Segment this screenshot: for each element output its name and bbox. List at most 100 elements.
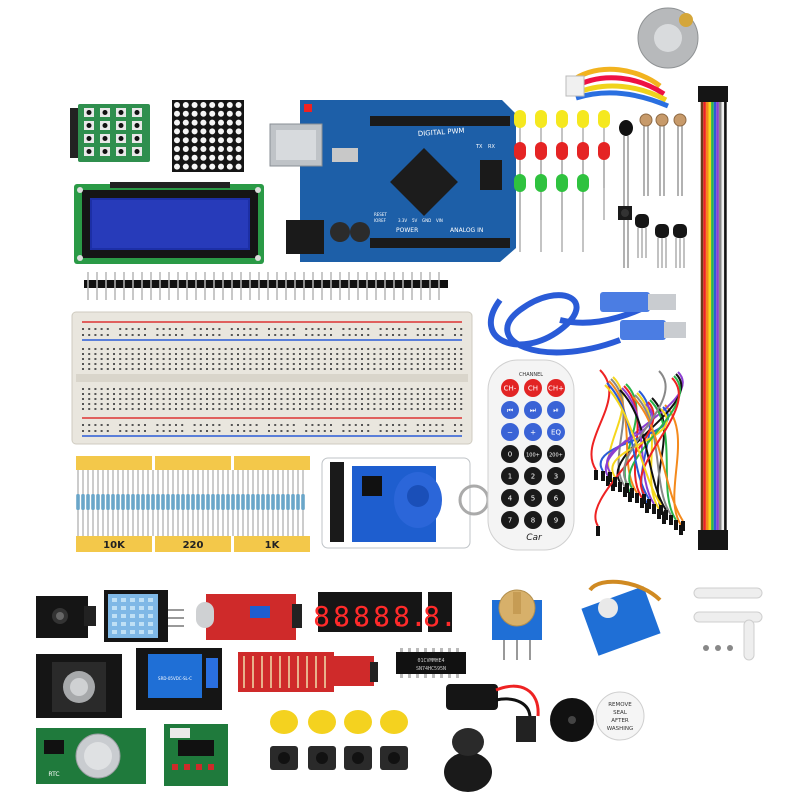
bb-hole <box>261 363 264 365</box>
bb-hole <box>212 398 215 400</box>
transistor <box>655 224 669 238</box>
bb-hole <box>193 363 196 365</box>
bb-hole <box>410 388 413 390</box>
bb-hole <box>416 398 419 400</box>
bb-rail-hole <box>311 328 314 330</box>
bb-rail-hole <box>348 328 351 330</box>
bb-hole <box>137 353 140 355</box>
bb-hole <box>156 363 159 365</box>
bb-hole <box>361 408 363 410</box>
bb-hole <box>187 403 190 405</box>
bb-hole <box>392 393 394 395</box>
bb-hole <box>454 388 456 390</box>
joystick-cap <box>444 728 492 792</box>
arduino-gnd-label: GND <box>422 218 431 223</box>
bb-rail-hole <box>106 334 109 336</box>
bb-hole <box>255 393 258 395</box>
bb-hole <box>131 388 134 390</box>
bb-hole <box>113 348 115 350</box>
bb-hole <box>206 398 208 400</box>
bb-rail-hole <box>218 424 221 426</box>
bb-hole <box>323 388 326 390</box>
driver-led <box>172 764 178 770</box>
bb-hole <box>379 368 382 370</box>
bb-hole <box>410 363 413 365</box>
bb-hole <box>243 398 246 400</box>
bb-hole <box>113 403 115 405</box>
matrix-led <box>191 128 198 135</box>
arduino-uno-board: DIGITAL PWM POWER ANALOG IN TX RX IOREF … <box>269 100 516 262</box>
ribbon-header-top <box>698 86 728 102</box>
bb-hole <box>224 353 227 355</box>
bb-hole <box>106 408 109 410</box>
bb-rail-hole <box>286 334 289 336</box>
bb-rail-hole <box>292 334 295 336</box>
bb-hole <box>156 408 159 410</box>
bb-rail-hole <box>305 424 308 426</box>
bb-hole <box>212 348 215 350</box>
matrix-led <box>235 137 242 144</box>
remote-button <box>524 489 542 507</box>
matrix-led <box>174 119 180 126</box>
dupont-wire <box>623 370 667 484</box>
matrix-led <box>182 128 189 135</box>
bb-hole <box>323 393 326 395</box>
bb-hole <box>100 393 103 395</box>
bb-hole <box>268 398 270 400</box>
bb-hole <box>435 393 438 395</box>
bb-hole <box>150 408 153 410</box>
bb-hole <box>323 358 326 360</box>
bb-hole <box>385 388 388 390</box>
bb-hole <box>162 403 165 405</box>
bb-hole <box>435 353 438 355</box>
remote-button <box>547 467 565 485</box>
matrix-led <box>235 163 242 170</box>
bb-rail-hole <box>137 334 140 336</box>
bb-rail-hole <box>305 328 308 330</box>
servo-horns <box>693 587 763 661</box>
bb-hole <box>212 363 215 365</box>
bb-hole <box>286 358 289 360</box>
bb-hole <box>330 398 332 400</box>
bb-hole <box>416 388 419 390</box>
bb-hole <box>82 388 84 390</box>
keypad-key-cap <box>118 110 124 115</box>
bb-hole <box>348 368 351 370</box>
bb-hole <box>162 398 165 400</box>
remote-button <box>547 379 565 397</box>
bb-hole <box>404 363 407 365</box>
servo-motor <box>581 579 662 656</box>
bb-rail-hole <box>94 328 97 330</box>
bb-hole <box>441 348 444 350</box>
bb-hole <box>423 363 425 365</box>
bb-hole <box>274 358 277 360</box>
bb-hole <box>206 353 208 355</box>
bb-hole <box>460 408 463 410</box>
bb-hole <box>299 348 301 350</box>
bb-rail-hole <box>156 334 159 336</box>
matrix-led <box>200 110 207 117</box>
bb-rail-hole <box>385 328 388 330</box>
bb-hole <box>156 353 159 355</box>
bb-rail-hole <box>144 334 146 336</box>
bb-hole <box>199 368 202 370</box>
bb-hole <box>336 393 339 395</box>
bb-hole <box>168 398 171 400</box>
bb-rail-hole <box>460 334 463 336</box>
bb-hole <box>131 358 134 360</box>
bb-hole <box>354 388 357 390</box>
joystick-module <box>36 654 122 718</box>
bb-rail-hole <box>162 334 165 336</box>
bb-hole <box>348 393 351 395</box>
bb-rail-hole <box>454 424 456 426</box>
photoresistors <box>639 113 687 196</box>
bb-hole <box>292 368 295 370</box>
bb-hole <box>311 358 314 360</box>
matrix-led <box>209 163 216 170</box>
bb-hole <box>398 363 401 365</box>
bb-hole <box>168 393 171 395</box>
bb-rail-hole <box>106 424 109 426</box>
resistor-body <box>281 494 285 510</box>
bb-rail-hole <box>199 334 202 336</box>
bb-rail-hole <box>330 334 332 336</box>
